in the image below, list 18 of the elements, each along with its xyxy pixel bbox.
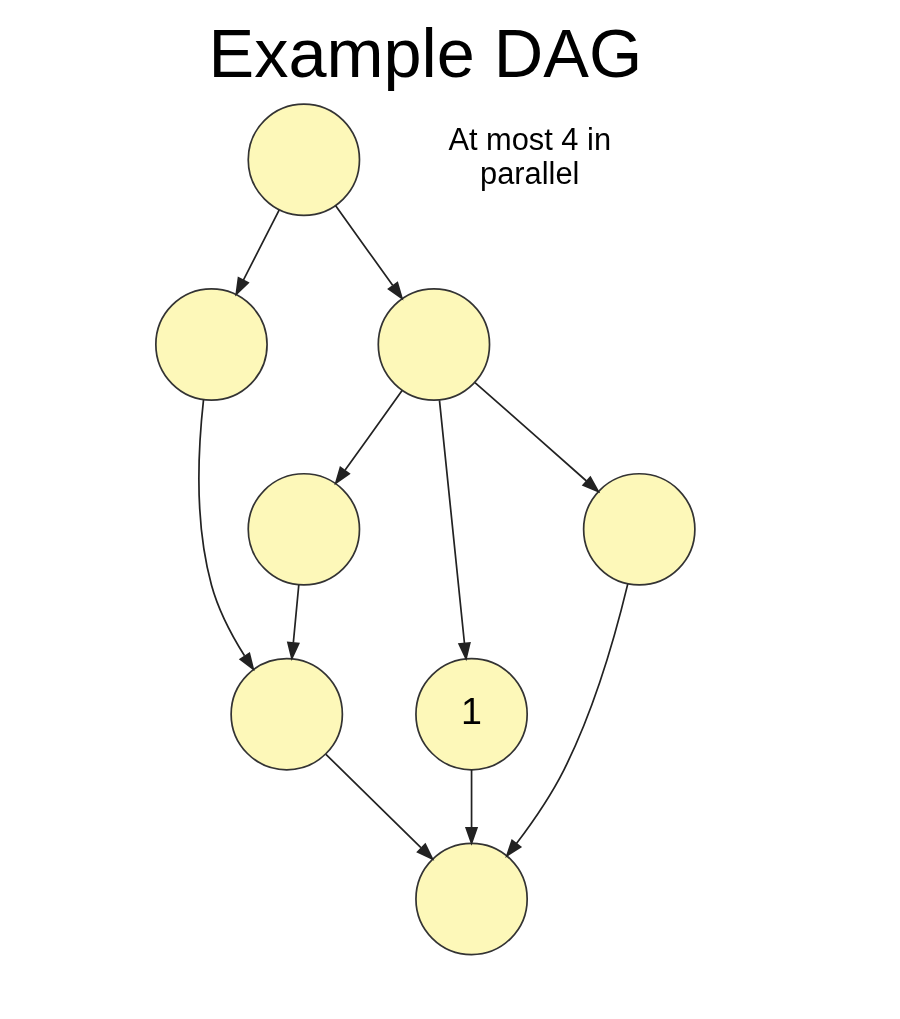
arrow <box>198 399 255 672</box>
arrow <box>235 209 280 297</box>
node-circle <box>155 288 268 401</box>
node-circle <box>377 288 491 401</box>
diagram-title: Example DAG <box>208 14 643 92</box>
arrow <box>325 753 435 861</box>
label: At most 4 in parallel <box>448 122 612 192</box>
arrow <box>474 381 601 494</box>
node-circle <box>247 103 361 217</box>
arrow <box>464 768 479 846</box>
arrow <box>505 583 629 858</box>
arrow <box>334 389 403 486</box>
arrow <box>334 204 404 301</box>
arrow <box>438 399 471 662</box>
node-circle <box>230 657 344 771</box>
node-circle <box>247 472 361 586</box>
node-circle: 1 <box>415 657 529 771</box>
arrow <box>286 584 300 661</box>
